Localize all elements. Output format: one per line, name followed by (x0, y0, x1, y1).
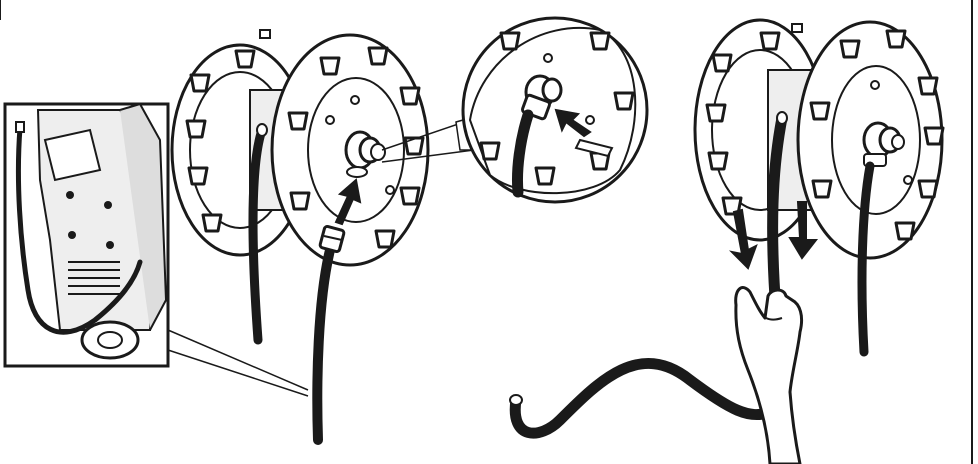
reel-2-front-flange (796, 20, 945, 260)
zoom-callout-line (381, 119, 471, 151)
inset-hose (15, 125, 143, 335)
zoom-callout-line (381, 149, 475, 163)
hose-fitting-icon (318, 224, 346, 254)
zoom-callout-icon (461, 16, 649, 204)
reel-1-supply-hose (312, 245, 335, 445)
inset-callout-line (167, 349, 309, 397)
reel-1-front-flange (270, 33, 430, 267)
reel-2-hose-in-hand (767, 112, 788, 318)
washer-body (36, 102, 168, 360)
loose-hose-icon (509, 357, 776, 439)
hand-icon (734, 286, 804, 464)
reel-2-hanging-hose (857, 161, 875, 357)
washer-inset (3, 102, 170, 368)
push-arrow-icon (334, 178, 362, 226)
down-arrow-icon (728, 208, 758, 270)
inset-callout-line (167, 329, 309, 391)
zoom-push-arrow-icon (554, 108, 592, 138)
down-arrow-icon (788, 201, 819, 260)
hose-connector-icon (344, 130, 386, 178)
reel-1-hanging-hose (248, 125, 267, 345)
vent-grille (68, 261, 120, 295)
hose-end-icon (15, 121, 25, 133)
reel-2-connector-icon (862, 121, 905, 167)
